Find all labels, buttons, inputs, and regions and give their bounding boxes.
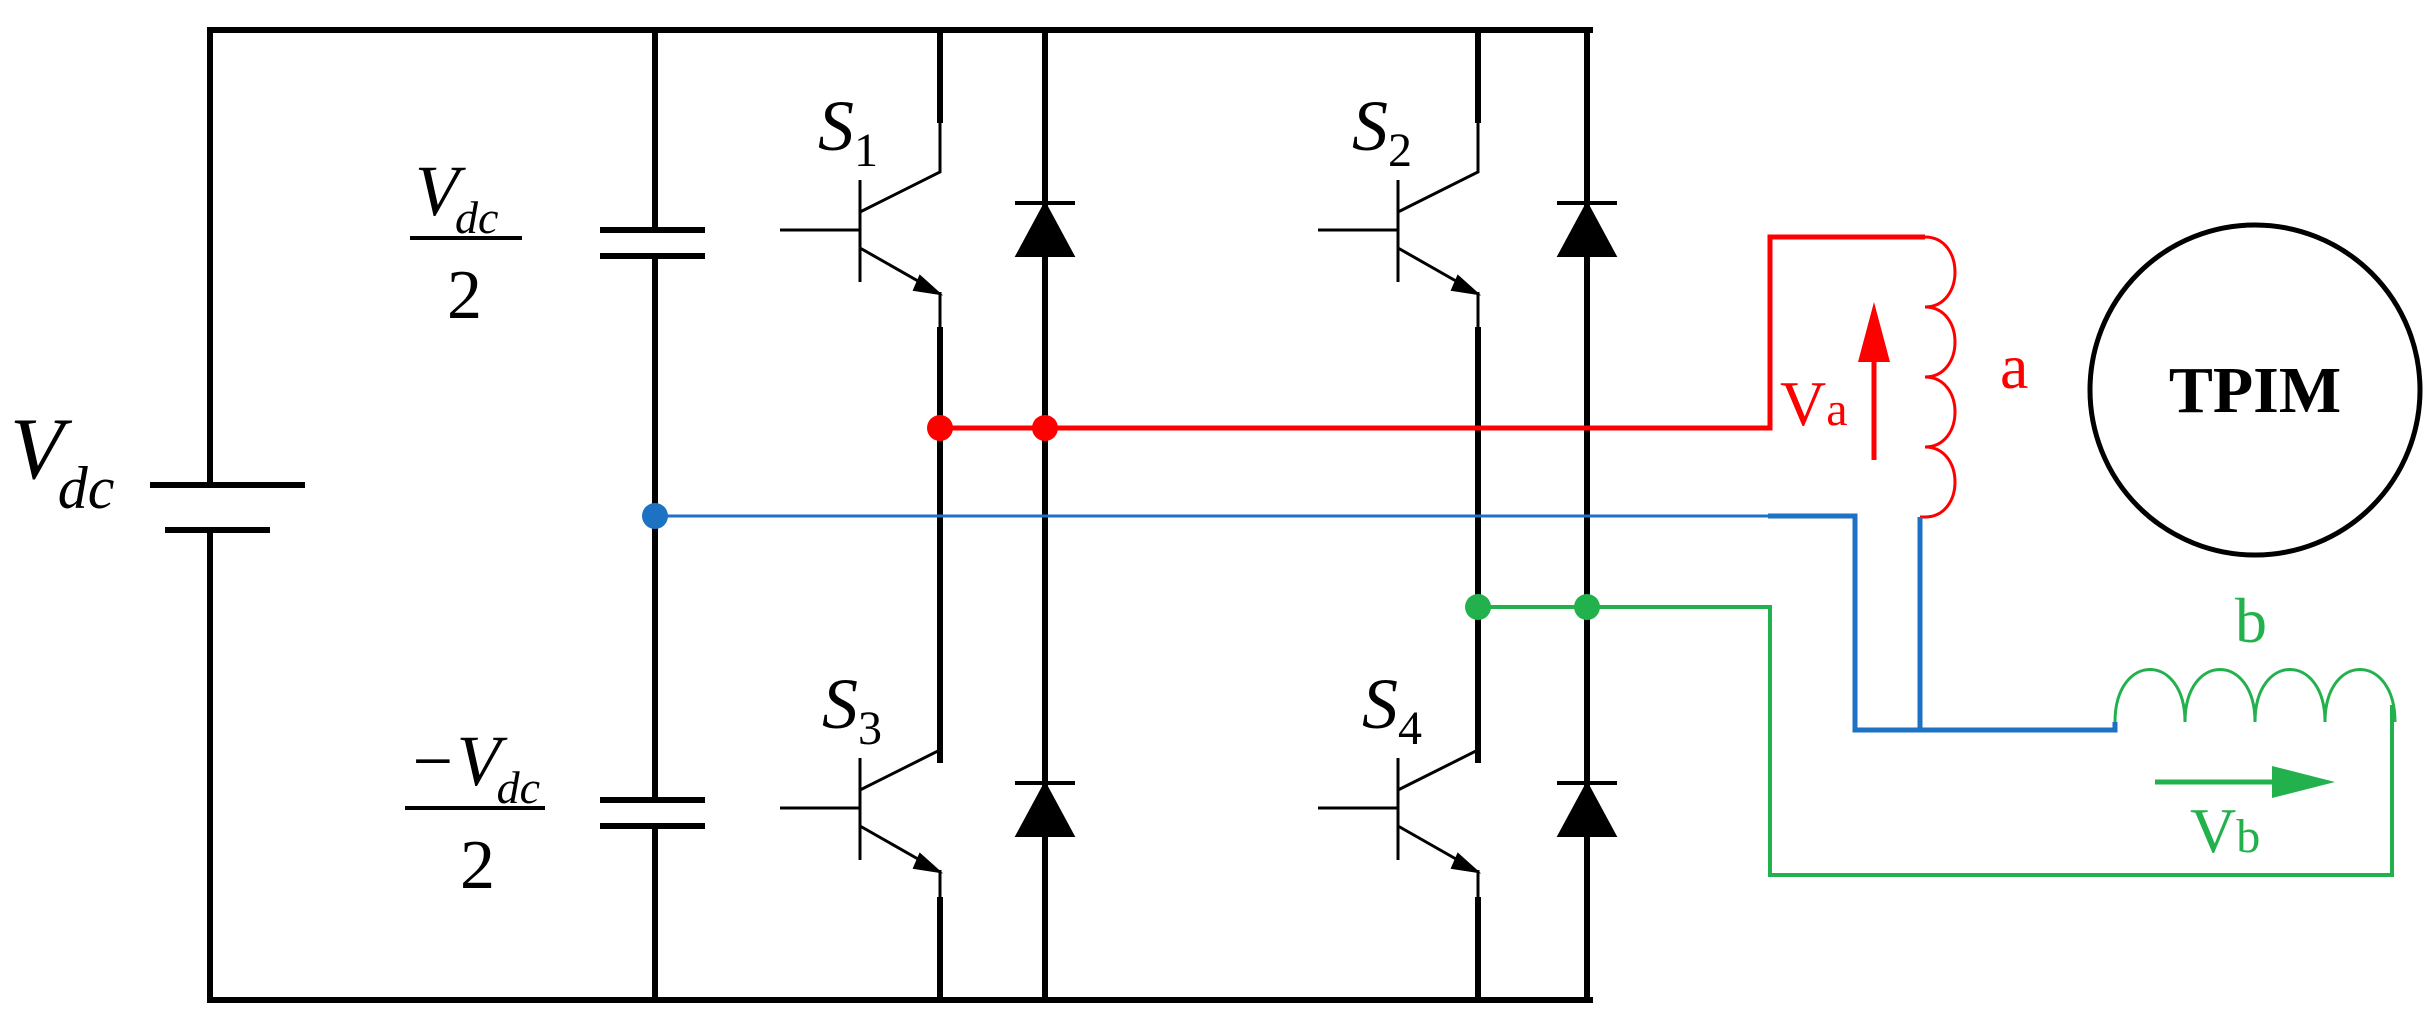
vdc-label-main: V xyxy=(10,401,73,498)
capacitor-top-icon xyxy=(600,227,705,259)
capacitor-bottom-icon xyxy=(600,797,705,829)
va-arrow-icon xyxy=(1858,302,1890,460)
phase-a-node-switch xyxy=(927,415,953,441)
diode-leg1-bottom-icon xyxy=(1014,780,1076,837)
winding-b-label: b xyxy=(2235,585,2267,656)
transistor-s3-icon xyxy=(780,700,944,900)
cap-top-num-main: V xyxy=(415,151,466,231)
motor-circle-icon xyxy=(2087,222,2423,558)
cap-bot-num-sub: dc xyxy=(497,762,540,813)
s1-label: S1 xyxy=(818,86,878,177)
phase-b-wire xyxy=(1478,605,2394,877)
vb-label: Vb xyxy=(2190,795,2260,866)
cap-top-numerator: Vdc xyxy=(415,151,498,243)
s3-label-main: S xyxy=(822,664,858,744)
s4-label: S4 xyxy=(1362,664,1422,755)
winding-a-label: a xyxy=(2000,331,2028,402)
neutral-wire-bold xyxy=(1768,513,2118,733)
winding-a-coil-icon xyxy=(1920,235,1957,519)
vdc-label-sub: dc xyxy=(58,455,115,521)
s3-label-sub: 3 xyxy=(858,702,882,755)
cap-top-num-sub: dc xyxy=(455,192,498,243)
dc-source-icon xyxy=(150,482,305,533)
phase-a-node-diode xyxy=(1032,415,1058,441)
vdc-label: Vdc xyxy=(10,401,114,521)
s2-label-sub: 2 xyxy=(1388,124,1412,177)
neutral-node xyxy=(642,503,668,529)
va-label-main: V xyxy=(1780,368,1826,439)
s4-label-sub: 4 xyxy=(1398,702,1422,755)
cap-bot-num-main: −V xyxy=(408,721,508,801)
diode-leg1-top-icon xyxy=(1014,200,1076,257)
va-label-sub: a xyxy=(1826,383,1847,436)
cap-top-denominator: 2 xyxy=(447,257,482,334)
vb-arrow-icon xyxy=(2155,766,2335,798)
phase-a-wire xyxy=(940,234,1925,519)
s4-label-main: S xyxy=(1362,664,1398,744)
vb-label-sub: b xyxy=(2236,810,2260,863)
vb-label-main: V xyxy=(2190,795,2236,866)
cap-bottom-fraction: −Vdc 2 xyxy=(405,721,545,904)
s1-label-sub: 1 xyxy=(854,124,878,177)
phase-b-node-switch xyxy=(1465,594,1491,620)
cap-bottom-denominator: 2 xyxy=(460,827,495,904)
cap-bottom-numerator: −Vdc xyxy=(408,721,540,813)
motor-label: TPIM xyxy=(2169,354,2341,427)
cap-top-fraction: Vdc 2 xyxy=(410,151,522,334)
winding-b-coil-icon xyxy=(2113,668,2397,723)
diode-leg2-bottom-icon xyxy=(1556,780,1618,837)
transistor-s2-icon xyxy=(1318,120,1482,330)
dc-bus-frame xyxy=(207,27,1593,1003)
transistor-s4-icon xyxy=(1318,700,1482,900)
s2-label: S2 xyxy=(1352,86,1412,177)
s2-label-main: S xyxy=(1352,86,1388,166)
phase-b-node-diode xyxy=(1574,594,1600,620)
va-label: Va xyxy=(1780,368,1848,439)
transistor-s1-icon xyxy=(780,120,944,330)
s1-label-main: S xyxy=(818,86,854,166)
diode-leg2-top-icon xyxy=(1556,200,1618,257)
s3-label: S3 xyxy=(822,664,882,755)
